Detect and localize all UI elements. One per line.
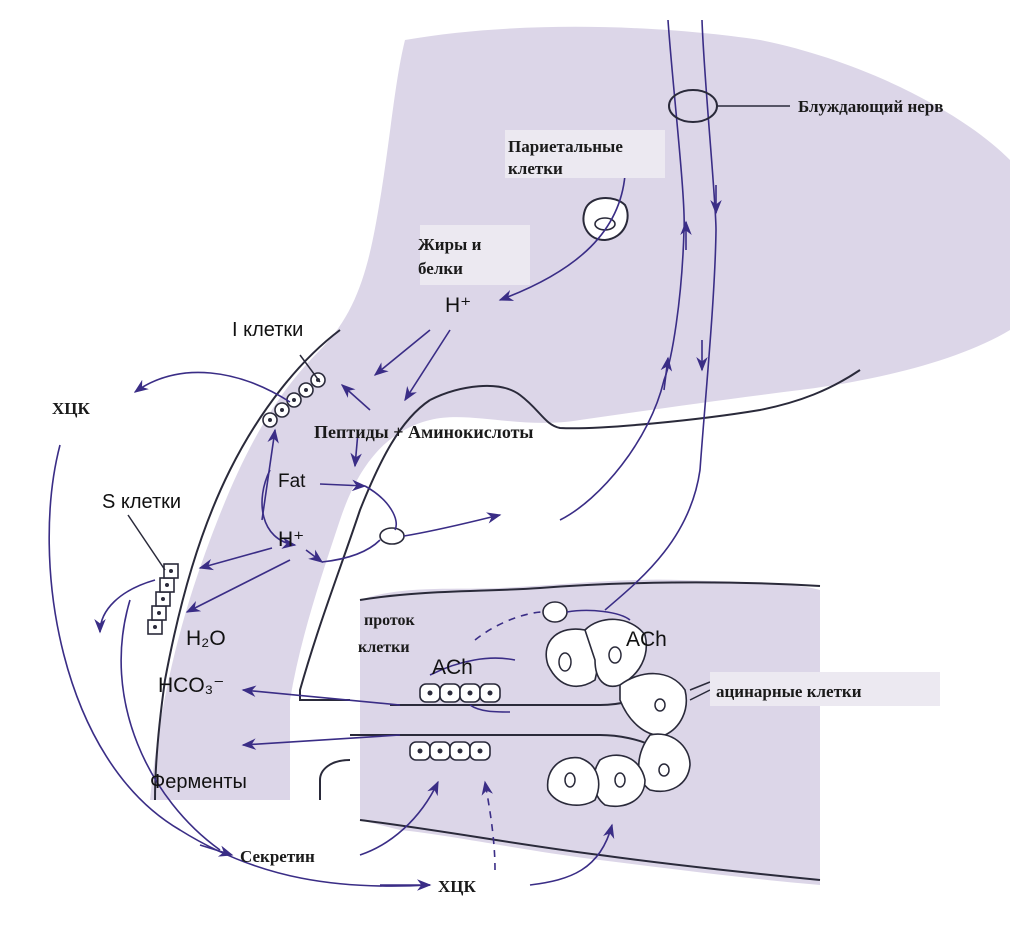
label-cck-bottom: ХЦК [438, 877, 477, 896]
label-h-plus-top: H⁺ [445, 294, 471, 317]
label-ach-top: ACh [626, 628, 667, 651]
label-cck-left: ХЦК [52, 399, 91, 418]
label-i-cells: I клетки [232, 319, 303, 341]
label-fat: Fat [278, 471, 306, 492]
label-parietal-cells-2: клетки [508, 159, 563, 178]
label-ach-mid: ACh [432, 656, 473, 679]
label-parietal-cells-1: Париетальные [508, 137, 623, 156]
s-cells [148, 564, 178, 634]
label-bicarbonate: HCO₃⁻ [158, 674, 224, 697]
label-h-plus-mid: H⁺ [278, 528, 304, 551]
label-s-cells: S клетки [102, 491, 181, 513]
label-vagus-nerve: Блуждающий нерв [798, 97, 943, 116]
label-enzymes: Ферменты [150, 771, 247, 793]
ganglion-circle-pancreas [543, 602, 567, 622]
label-secretin: Секретин [240, 847, 315, 866]
label-fats-proteins-2: белки [418, 259, 463, 278]
parietal-cell [584, 198, 628, 240]
label-duct-cells-2: клетки [358, 639, 410, 656]
label-fats-proteins-1: Жиры и [418, 235, 482, 254]
label-duct-cells-1: проток [364, 612, 416, 629]
label-water: H₂O [186, 627, 226, 650]
label-acinar-cells: ацинарные клетки [716, 682, 862, 701]
label-peptides-aminoacids: Пептиды + Аминокислоты [314, 422, 533, 442]
duodenum-bottom [320, 760, 350, 800]
ganglion-circle-duodenum [380, 528, 404, 544]
